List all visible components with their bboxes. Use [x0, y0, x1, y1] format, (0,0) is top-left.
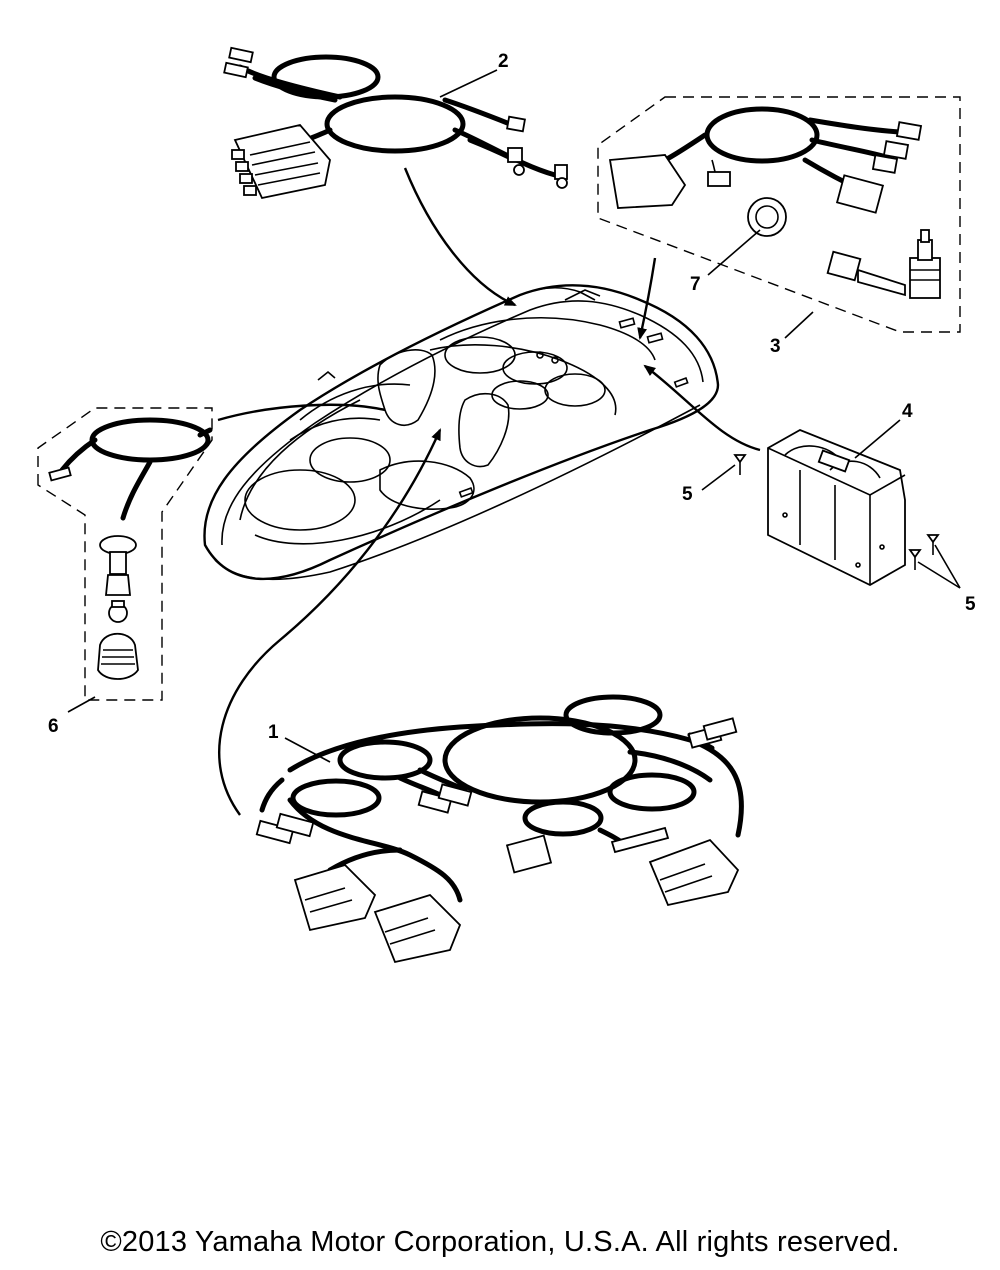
callout-7: 7: [690, 274, 701, 295]
copyright-notice: ©2013 Yamaha Motor Corporation, U.S.A. A…: [100, 1226, 900, 1258]
callout-6: 6: [48, 716, 59, 737]
callout-5-side-screws: 5: [965, 594, 976, 615]
callout-2: 2: [498, 51, 509, 72]
callout-leaders: [67, 69, 961, 763]
assembly-arrows: [217, 167, 761, 816]
part-4-battery-box: [767, 429, 906, 587]
part-7-grommet: [747, 197, 787, 237]
part-3-sensor-assembly: [597, 96, 961, 333]
part-2-wire-harness: [223, 46, 568, 200]
part-5-screws: [733, 454, 940, 570]
callout-numbers: 1 2 3 4 5 5 6 7: [48, 51, 976, 743]
boat-hull-illustration: [203, 284, 720, 581]
callout-5-battery-screw: 5: [682, 484, 693, 505]
callout-4: 4: [902, 401, 913, 422]
callout-3: 3: [770, 336, 781, 357]
callout-1: 1: [268, 722, 279, 743]
part-1-main-harness: [255, 694, 744, 964]
part-6-lamp-assembly: [37, 407, 213, 701]
